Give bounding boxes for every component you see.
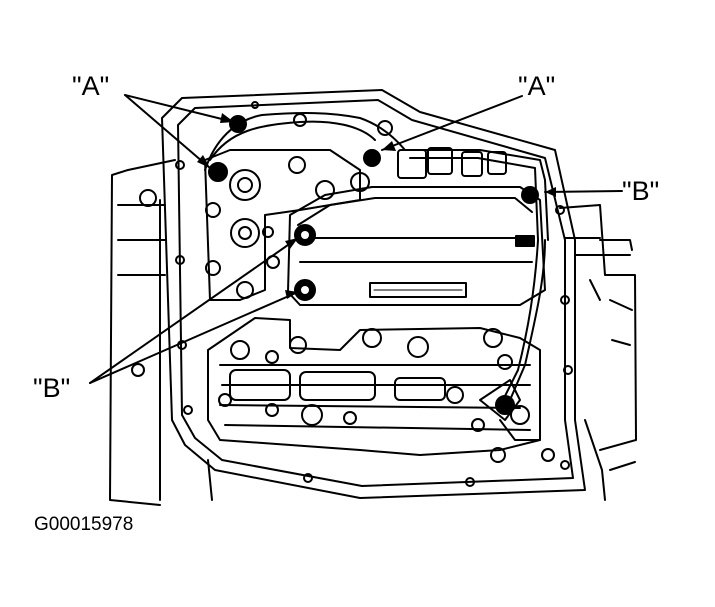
callout-a-right: "A" [518, 71, 556, 101]
lower-valve-body [207, 317, 555, 463]
transmission-housing-right [559, 204, 637, 501]
callout-b-left: "B" [33, 373, 71, 403]
transmission-case [109, 159, 213, 506]
solenoid-cover [287, 186, 546, 306]
upper-valve-block [204, 113, 393, 301]
callout-a-left: "A" [72, 71, 110, 101]
leader-lines [89, 94, 623, 384]
figure-id-label: G00015978 [34, 514, 134, 535]
callout-b-right: "B" [622, 176, 660, 206]
valve-body-outline [161, 89, 586, 499]
bolt-markers [208, 115, 539, 415]
leader-arrowheads [197, 113, 556, 299]
